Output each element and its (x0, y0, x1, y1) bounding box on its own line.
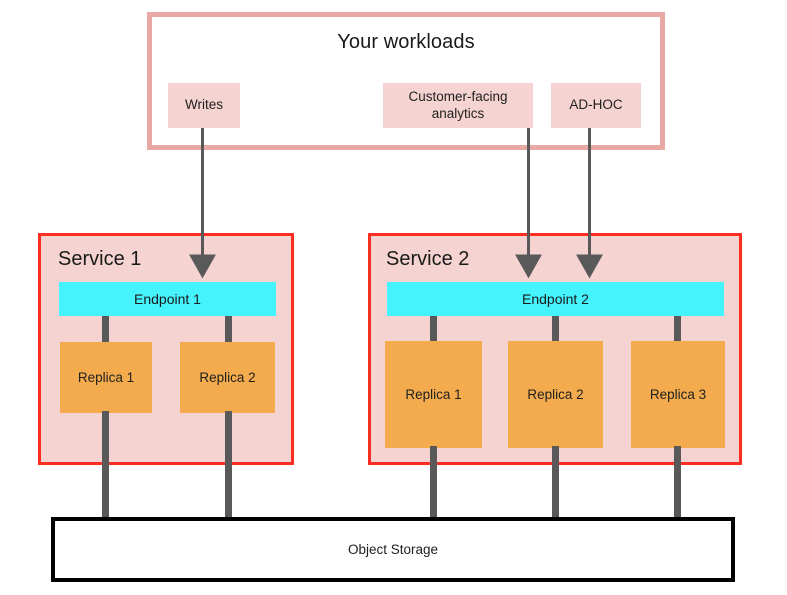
rail-endpoint1-to-replica1 (102, 316, 109, 344)
service-1-replica-2[interactable]: Replica 2 (180, 342, 275, 413)
service-1-endpoint[interactable]: Endpoint 1 (59, 282, 276, 316)
service-1-replica-1[interactable]: Replica 1 (60, 342, 152, 413)
object-storage-box: Object Storage (51, 517, 735, 582)
service-2-title: Service 2 (386, 248, 470, 270)
workloads-title: Your workloads (337, 31, 475, 53)
rail-s2-replica3-to-storage (674, 446, 681, 519)
service-1-title: Service 1 (58, 248, 142, 270)
rail-s1-replica2-to-storage (225, 411, 232, 519)
workload-chip-writes[interactable]: Writes (168, 83, 240, 128)
service-2-endpoint[interactable]: Endpoint 2 (387, 282, 724, 316)
rail-endpoint2-to-replica3 (674, 316, 681, 343)
workload-chip-customer-facing-analytics[interactable]: Customer-facing analytics (383, 83, 533, 128)
workload-chip-ad-hoc[interactable]: AD-HOC (551, 83, 641, 128)
rail-endpoint2-to-replica2 (552, 316, 559, 343)
rail-endpoint2-to-replica1 (430, 316, 437, 343)
rail-s2-replica2-to-storage (552, 446, 559, 519)
service-2-replica-3[interactable]: Replica 3 (631, 341, 725, 448)
rail-s2-replica1-to-storage (430, 446, 437, 519)
service-2-replica-2[interactable]: Replica 2 (508, 341, 603, 448)
rail-s1-replica1-to-storage (102, 411, 109, 519)
rail-endpoint1-to-replica2 (225, 316, 232, 344)
service-2-replica-1[interactable]: Replica 1 (385, 341, 482, 448)
